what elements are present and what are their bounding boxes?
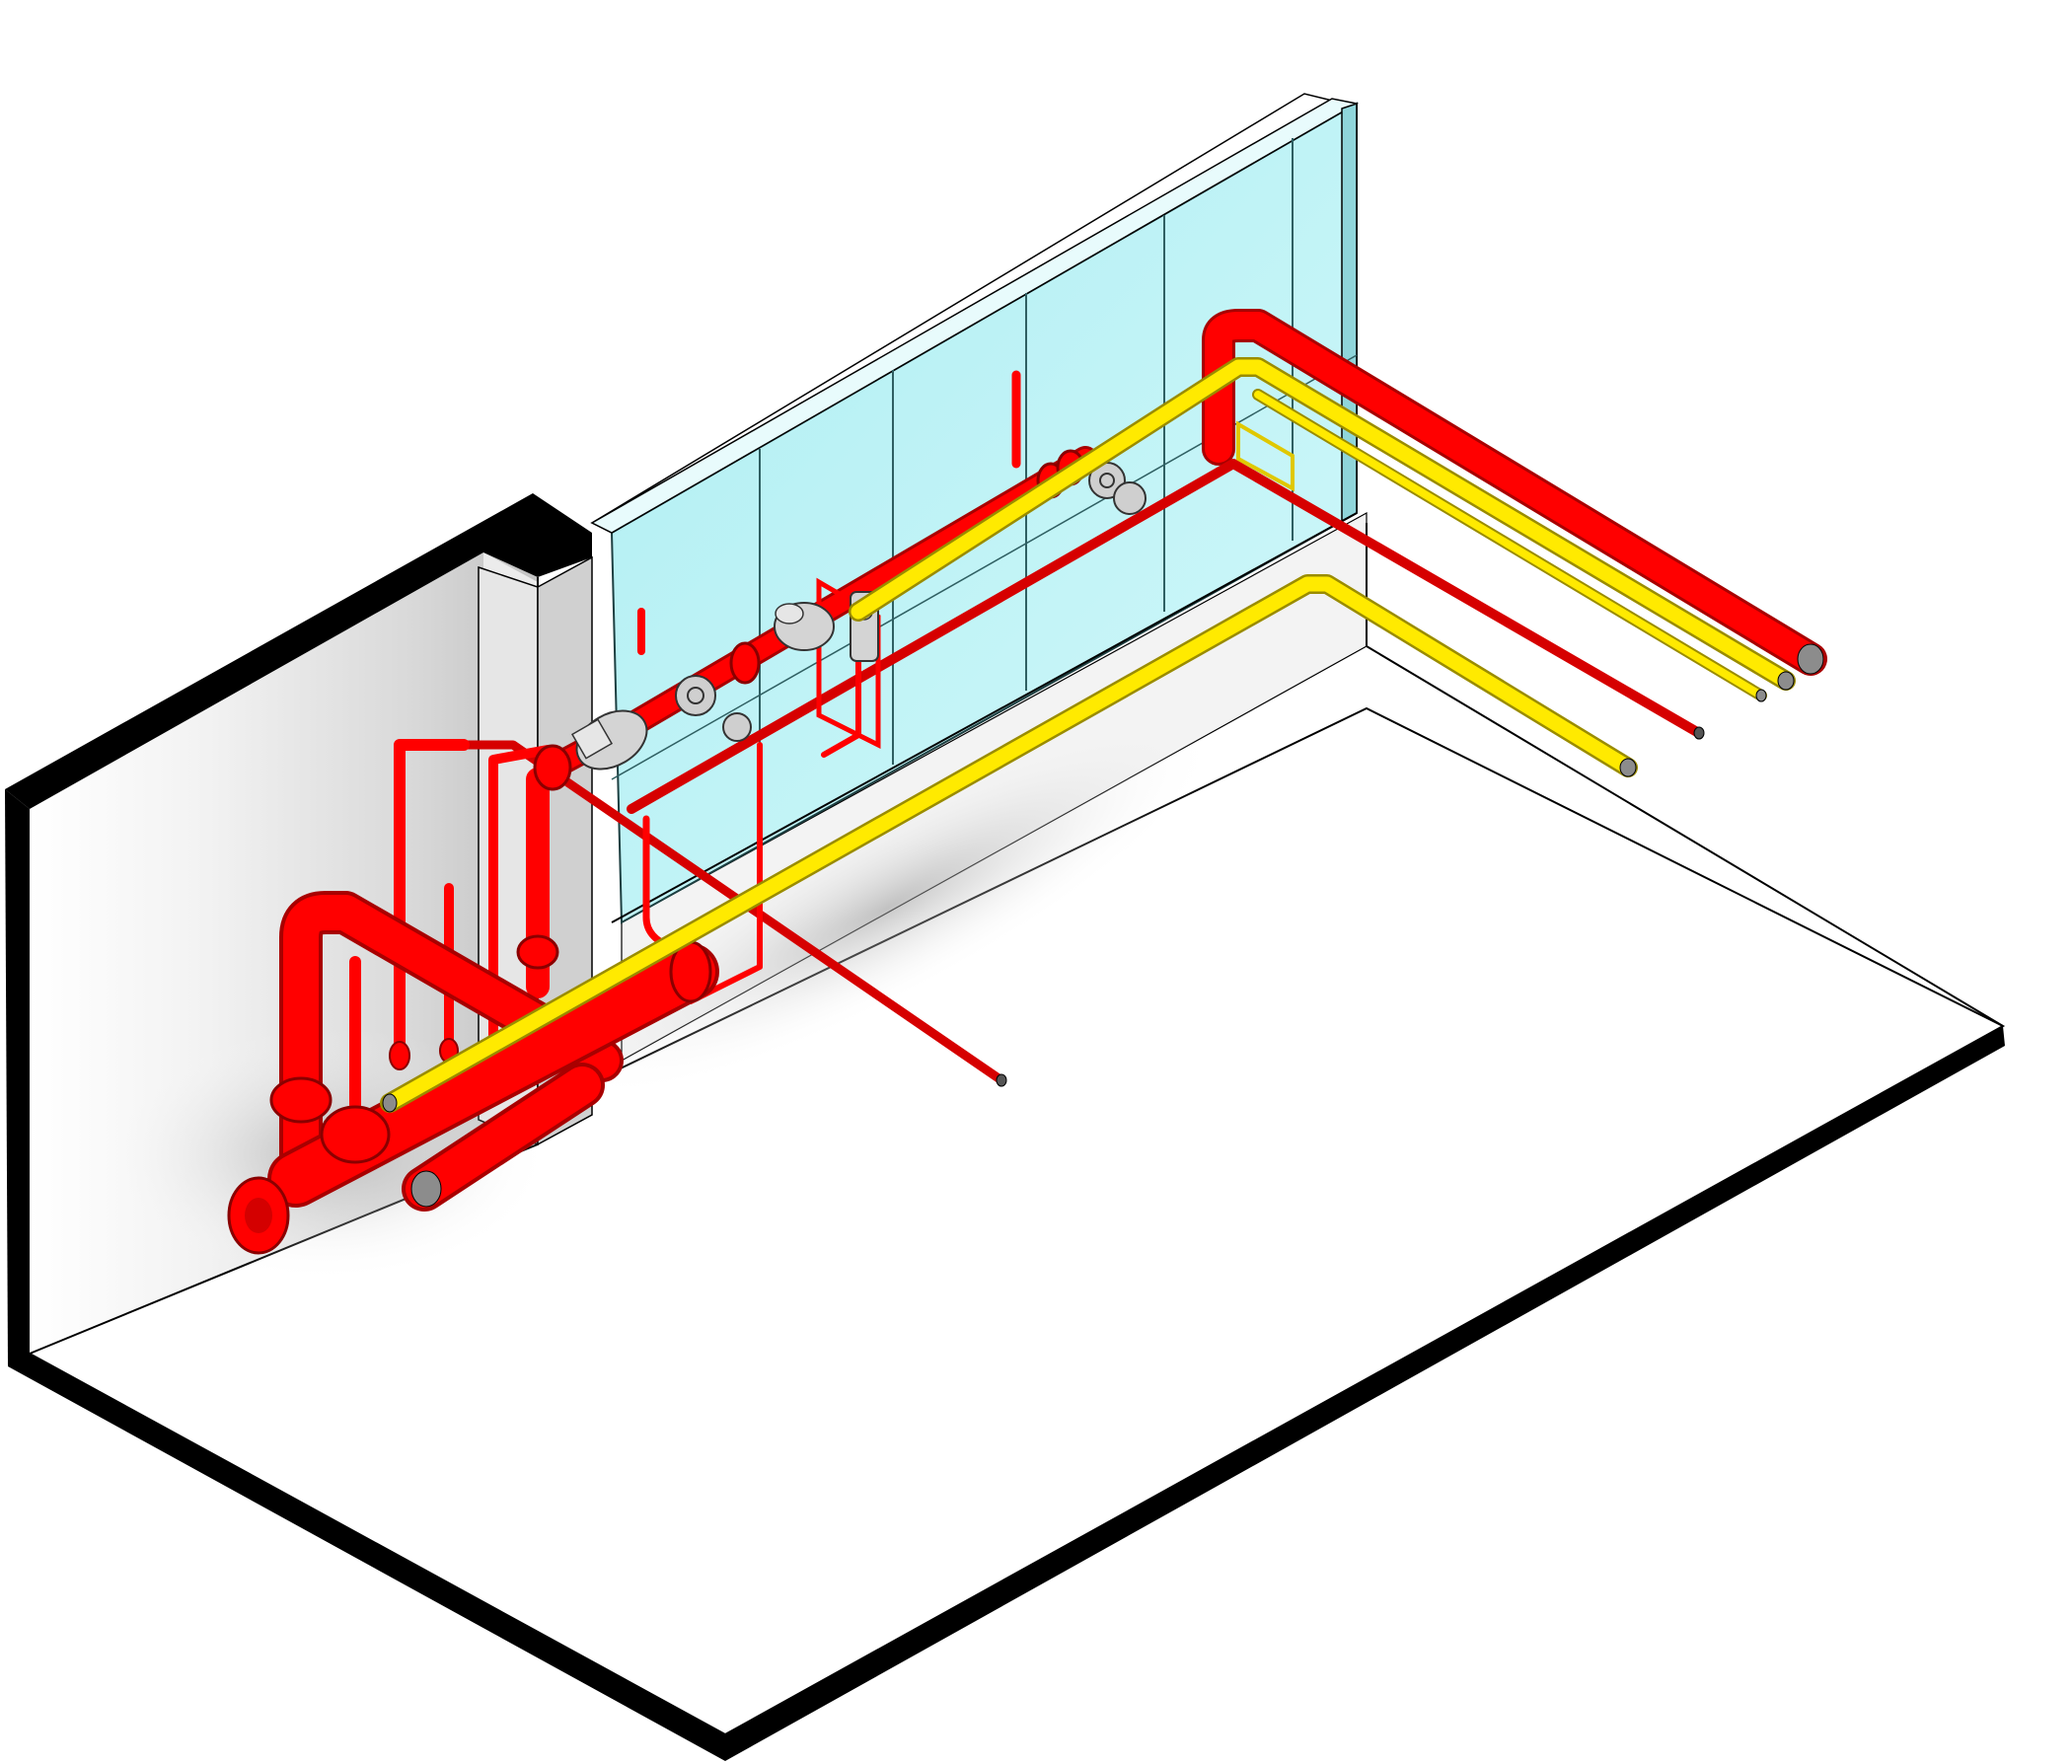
pipe-end-cap-icon [1755, 689, 1767, 702]
floor-edge-front-left [8, 1332, 725, 1761]
valve-assemblies [570, 462, 1147, 771]
flange-icon [729, 641, 761, 685]
flange-icon [516, 934, 559, 970]
floor-edge-front-right [725, 1026, 2005, 1761]
red-manifold-elbow-body [283, 895, 620, 1192]
gate-valve-icon [1088, 462, 1147, 515]
flange-icon [389, 1041, 410, 1070]
pipe-end-cap-icon [996, 1073, 1007, 1087]
right-floor-edge-line [1366, 645, 2004, 1027]
pipe-end-cap-icon [1797, 643, 1824, 675]
pipe-end-cap-icon [1777, 671, 1795, 691]
left-wall-top-edge [5, 493, 592, 809]
yellow-support-bracket [1236, 420, 1295, 492]
pipe-end-cap-icon [382, 1093, 398, 1113]
red-lower-header-body [406, 1066, 601, 1208]
red-vertical-riser [488, 745, 553, 1051]
flange-icon [269, 1076, 333, 1124]
red-drain-pipe [688, 742, 763, 1004]
flange-icon [533, 744, 572, 791]
strainer-icon [570, 709, 648, 771]
left-wall-end-cap [5, 789, 30, 1366]
gate-valve-icon [675, 675, 752, 742]
yellow-pipe-lower-body [382, 576, 1636, 1111]
yellow-pipe-second-body [1254, 391, 1765, 699]
pipe-end-cap-icon [1693, 726, 1705, 740]
red-main-pipe-body [1205, 312, 1824, 673]
check-valve-icon [320, 1105, 391, 1164]
flange-bore [245, 1198, 272, 1233]
fire-sprinkler-piping [227, 309, 1827, 1255]
yellow-pipe-upper-body [851, 359, 1794, 689]
pipe-end-cap-icon [1619, 758, 1637, 777]
pipe-end-cap-icon [410, 1170, 442, 1208]
floor-shadow-mid [554, 714, 1222, 1101]
glass-transom [611, 512, 1358, 923]
red-branch-pipe-right [627, 459, 1702, 814]
check-valve-icon [774, 602, 835, 651]
gas-piping [380, 357, 1796, 1113]
